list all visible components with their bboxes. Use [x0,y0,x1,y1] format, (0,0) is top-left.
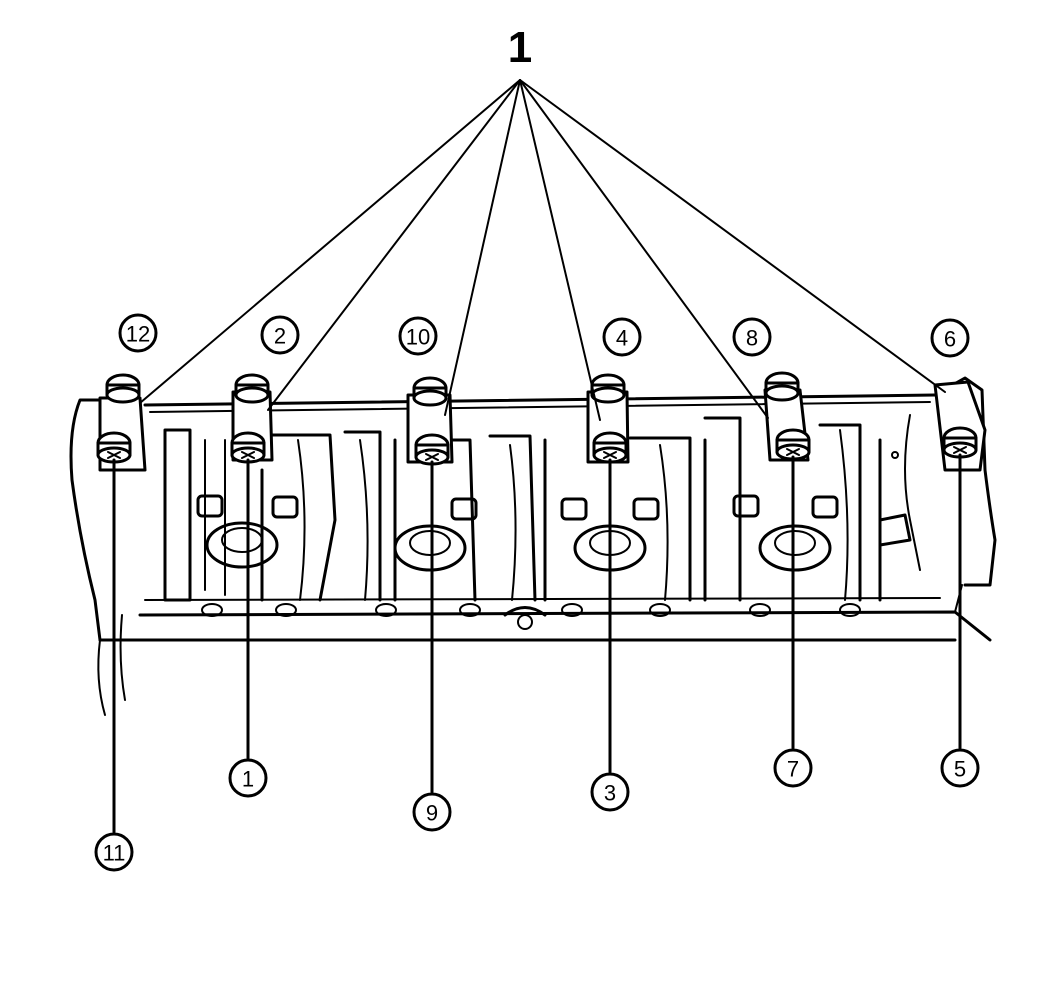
bolt-2 [234,373,270,404]
callout-5: 5 [940,748,980,788]
callout-4: 4 [602,317,642,357]
bolt-9 [414,433,450,466]
callout-3: 3 [590,772,630,812]
bolt-1 [230,431,266,464]
callout-7: 7 [773,748,813,788]
callout-7-label: 7 [787,757,799,782]
callout-3-label: 3 [604,781,616,806]
bolt-7 [775,428,811,461]
callout-9: 9 [412,792,452,832]
callout-6-label: 6 [944,327,956,352]
reference-leader-lines [139,79,946,421]
callout-1: 1 [228,758,268,798]
callout-8-label: 8 [746,326,758,351]
callout-6: 6 [930,318,970,358]
callout-9-label: 9 [426,801,438,826]
bolt-11 [96,431,132,464]
bolt-8 [764,371,800,402]
cylinder-head-outline [69,376,997,716]
callout-11: 11 [94,832,134,872]
callout-2: 2 [260,315,300,355]
callout-12-label: 12 [126,322,150,347]
bolt-4 [590,373,626,404]
bolt-callouts: 12 2 10 4 8 6 11 1 [94,313,980,872]
bolt-heads [96,371,978,466]
bolt-12 [105,373,141,404]
callout-11-label: 11 [103,841,126,866]
callout-1-label: 1 [242,767,254,792]
bolt-3 [592,431,628,464]
callout-2-label: 2 [274,324,286,349]
callout-8: 8 [732,317,772,357]
reference-label: 1 [508,23,532,72]
bolt-leader-lines [112,453,962,834]
callout-5-label: 5 [954,757,966,782]
callout-10: 10 [398,316,438,356]
bolt-10 [412,376,448,407]
callout-4-label: 4 [616,326,628,351]
bolt-5 [942,426,978,459]
callout-12: 12 [118,313,158,353]
callout-10-label: 10 [406,325,430,350]
